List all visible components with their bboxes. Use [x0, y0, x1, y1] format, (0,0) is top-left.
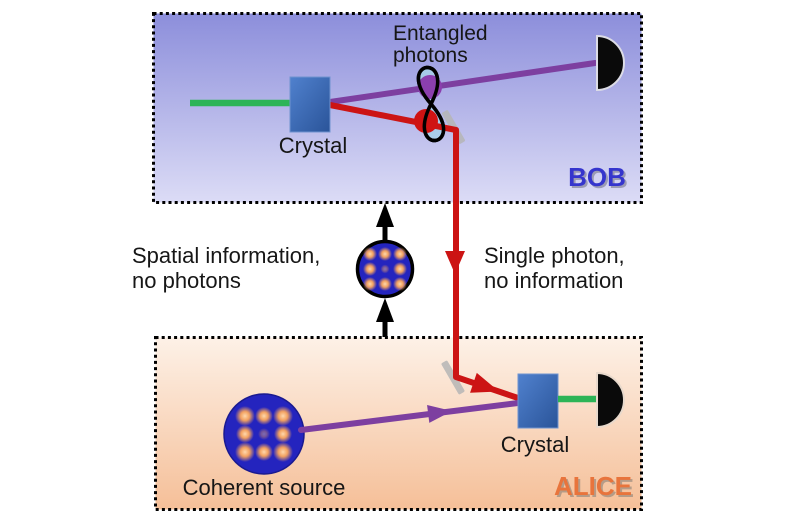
bob-purple-photon-beam — [327, 60, 598, 105]
alice-crystal-label: Crystal — [501, 432, 569, 457]
spatial-information-mode-dots — [363, 247, 407, 291]
entangled-photons-label-line2: photons — [393, 44, 468, 67]
entangled-photons-label-line1: Entangled — [393, 22, 488, 45]
classical-channel-label-line1: Spatial information, — [132, 243, 320, 268]
classical-arrow-bottom-head-icon — [376, 298, 394, 322]
bob-label: BOB — [568, 162, 626, 192]
red-beam-arrowhead-down-icon — [445, 251, 465, 274]
classical-arrow-top-head-icon — [376, 203, 394, 227]
alice-purple-photon-beam — [298, 400, 521, 433]
purple-beam-arrowhead-icon — [427, 405, 452, 423]
bob-station-box — [152, 12, 643, 204]
classical-channel-label-line2: no photons — [132, 268, 241, 293]
alice-detector-icon — [596, 371, 625, 429]
alice-crystal-icon — [517, 373, 559, 429]
entangled-pair-outline — [416, 65, 446, 143]
quantum-channel-label-line2: no information — [484, 268, 623, 293]
quantum-channel-label-line1: Single photon, — [484, 243, 625, 268]
alice-label: ALICE — [554, 471, 632, 501]
red-beam-arrowhead-crystal-icon — [470, 372, 499, 393]
coherent-source-mode-dots — [235, 406, 293, 462]
coherent-source-label: Coherent source — [183, 475, 346, 500]
bob-detector-icon — [596, 34, 625, 92]
bob-crystal-label: Crystal — [279, 133, 347, 158]
alice-label-shadow: ALICE — [556, 473, 634, 503]
alice-mirror-icon — [441, 360, 465, 395]
alice-mirror-glass — [441, 360, 465, 395]
bob-crystal-icon — [289, 76, 331, 133]
bob-label-shadow: BOB — [570, 164, 628, 194]
